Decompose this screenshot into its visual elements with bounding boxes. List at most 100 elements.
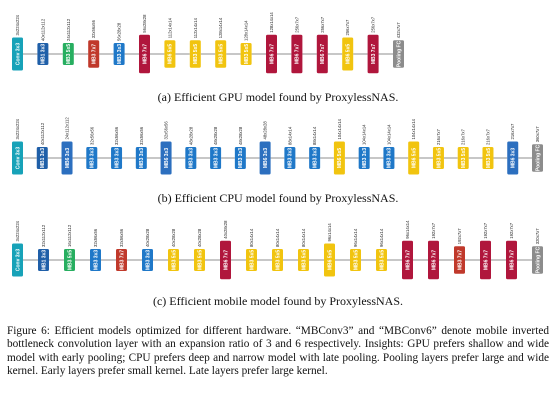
layer-block-label: MB3 3x3 xyxy=(213,148,219,169)
layer-shape-label: 40x112x112 xyxy=(40,122,45,145)
layer-block-label: MB3 5x5 xyxy=(461,148,467,169)
layer-shape-label: 32x56x56 xyxy=(119,228,124,247)
layer-block-rect xyxy=(350,249,361,271)
layer-block-label: MB3 3x3 xyxy=(117,44,123,65)
layer-block-label: MB3 5x5 xyxy=(486,148,492,169)
layer-block-rect xyxy=(194,249,205,271)
layer-block-label: Pooling FC xyxy=(535,246,541,273)
layer-block-rect xyxy=(234,147,246,169)
layer-block-rect xyxy=(507,141,519,175)
layer-shape-label: 216x7x7 xyxy=(485,128,490,145)
layer-block-rect xyxy=(185,147,197,169)
layer-block-label: MB3 5x5 xyxy=(275,250,281,271)
layer-shape-label: 32x56x56 xyxy=(93,228,98,247)
layer-block-rect xyxy=(168,249,179,271)
cpu-model-caption: (b) Efficient CPU model found by Proxyle… xyxy=(157,191,399,205)
layer-shape-label: 112x14x14 xyxy=(193,17,198,38)
layer-block-rect xyxy=(38,249,49,271)
layer-block-label: MB6 7x7 xyxy=(483,250,489,271)
layer-shape-label: 256x7x7 xyxy=(345,19,350,36)
layer-shape-label: 40x28x28 xyxy=(171,228,176,247)
layer-shape-label: 80x14x14 xyxy=(301,228,306,247)
layer-block-label: MB3 7x7 xyxy=(92,44,98,65)
layer-shape-label: 3x224x224 xyxy=(15,14,20,35)
layer-block-label: MB3 3x3 xyxy=(114,148,120,169)
layer-shape-label: 88x14x14 xyxy=(312,126,317,145)
layer-block: MB1 3x3 40x112x112 xyxy=(37,18,49,65)
layer-block-rect xyxy=(215,40,227,68)
layer-block-label: MB3 3x3 xyxy=(139,148,145,169)
layer-block-rect xyxy=(160,141,172,175)
layer-block-rect xyxy=(12,141,23,175)
layer-block-rect xyxy=(367,34,379,74)
layer-block-label: MB1 3x3 xyxy=(40,148,46,169)
layer-block-label: MB6 7x7 xyxy=(405,250,411,271)
layer-block-rect xyxy=(393,40,404,68)
layer-block-label: MB3 5x5 xyxy=(353,250,359,271)
layer-shape-label: 56x28x28 xyxy=(142,14,147,33)
layer-block-label: MB1 3x3 xyxy=(41,44,47,65)
layer-block-rect xyxy=(482,147,494,169)
layer-block-rect xyxy=(376,249,387,271)
layer-block-rect xyxy=(342,37,354,71)
layer-shape-label: 24x112x112 xyxy=(66,18,71,41)
layer-block-label: Conv 3x3 xyxy=(15,147,21,169)
layer-block-rect xyxy=(272,249,283,271)
layer-shape-label: 256x7x7 xyxy=(320,16,325,33)
layer-block-label: MB6 7x7 xyxy=(295,44,301,65)
layer-block-rect xyxy=(210,147,222,169)
layer-block-label: Pooling FC xyxy=(535,144,541,171)
layer-block-label: Conv 3x3 xyxy=(15,249,21,271)
layer-shape-label: 40x112x112 xyxy=(40,18,45,41)
layer-block-rect xyxy=(532,144,543,172)
layer-block: MB6 5x5 104x14x14 xyxy=(408,118,420,175)
layer-shape-label: 32x56x56 xyxy=(114,126,119,145)
layer-block-rect xyxy=(37,43,49,65)
layer-shape-label: 48x28x28 xyxy=(238,126,243,145)
layer-block-rect xyxy=(408,141,420,175)
layer-block-rect xyxy=(333,141,345,175)
layer-block-label: MB3 5x5 xyxy=(219,44,225,65)
layer-block: MB1 3x3 40x112x112 xyxy=(36,122,48,169)
layer-shape-label: 104x14x14 xyxy=(411,118,416,139)
layer-block-rect xyxy=(246,249,257,271)
layer-block-rect xyxy=(480,240,491,280)
layer-block-label: MB6 7x7 xyxy=(223,250,229,271)
layer-shape-label: 96x14x14 xyxy=(379,228,384,247)
layer-block-label: MB3 3x3 xyxy=(90,148,96,169)
layer-shape-label: 216x7x7 xyxy=(510,123,515,140)
layer-shape-label: 3x224x224 xyxy=(15,118,20,139)
layer-block-rect xyxy=(457,147,469,169)
layer-block-label: MB3 5x5 xyxy=(379,250,385,271)
layer-block: Conv 3x3 3x224x224 xyxy=(12,118,23,175)
layer-block-rect xyxy=(240,43,252,65)
layer-block-label: MB6 5x5 xyxy=(411,148,417,169)
layer-block-label: MB3 7x7 xyxy=(371,44,377,65)
layer-shape-label: 112x14x14 xyxy=(167,17,172,38)
layer-block-label: MB6 3x3 xyxy=(164,148,170,169)
mobile-model-caption: (c) Efficient mobile model found by Prox… xyxy=(152,294,404,308)
layer-block-rect xyxy=(402,240,413,280)
